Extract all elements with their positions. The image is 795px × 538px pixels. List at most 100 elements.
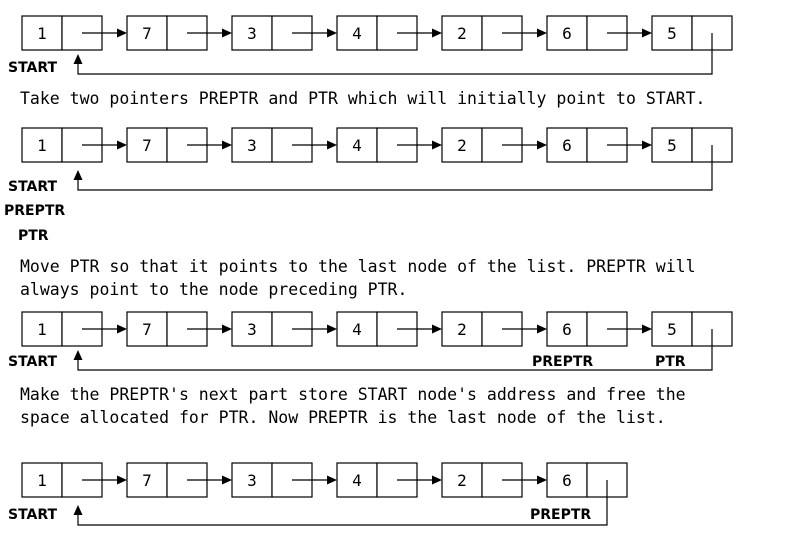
node-value: 4 <box>352 320 362 339</box>
preptr-label: PREPTR <box>530 507 591 523</box>
arrowhead-right-icon <box>642 324 652 334</box>
node-value: 7 <box>142 136 152 155</box>
arrowhead-right-icon <box>432 475 442 485</box>
node-value: 5 <box>667 320 677 339</box>
caption-line: Make the PREPTR's next part store START … <box>20 385 686 404</box>
next-arrow <box>82 140 127 150</box>
arrowhead-up-icon <box>73 505 83 515</box>
node-value: 3 <box>247 320 257 339</box>
node-value: 6 <box>562 136 572 155</box>
caption-2: Move PTR so that it points to the last n… <box>20 257 696 299</box>
next-arrow <box>187 324 232 334</box>
node-data-cell <box>336 311 378 347</box>
caption-line: always point to the node preceding PTR. <box>20 280 407 299</box>
caption-line: Take two pointers PREPTR and PTR which w… <box>20 89 705 108</box>
node-value: 4 <box>352 471 362 490</box>
list-2-node-7: 5 <box>651 127 733 163</box>
list-4: 1 7 3 4 2 6 <box>8 462 628 526</box>
node-value: 5 <box>667 136 677 155</box>
caption-line: Move PTR so that it points to the last n… <box>20 257 696 276</box>
list-1-node-5: 2 <box>441 15 523 51</box>
node-value: 5 <box>667 24 677 43</box>
arrowhead-right-icon <box>117 28 127 38</box>
node-value: 1 <box>37 136 47 155</box>
next-arrow <box>607 140 652 150</box>
arrowhead-right-icon <box>327 324 337 334</box>
list-3-node-3: 3 <box>231 311 313 347</box>
node-value: 2 <box>457 136 467 155</box>
list-4-node-6: 6 <box>546 462 628 498</box>
arrowhead-right-icon <box>222 475 232 485</box>
arrowhead-right-icon <box>327 28 337 38</box>
preptr-label: PREPTR <box>532 354 593 370</box>
next-arrow <box>502 28 547 38</box>
arrowhead-right-icon <box>327 475 337 485</box>
list-1: 1 7 3 4 2 6 5 <box>8 15 733 76</box>
next-arrow <box>397 324 442 334</box>
node-data-cell <box>336 127 378 163</box>
ptr-label: PTR <box>655 354 686 370</box>
next-arrow <box>187 475 232 485</box>
next-arrow <box>502 140 547 150</box>
arrowhead-right-icon <box>537 324 547 334</box>
node-data-cell <box>21 462 63 498</box>
list-3: 1 7 3 4 2 6 5 <box>8 311 733 371</box>
node-data-cell <box>21 311 63 347</box>
arrowhead-up-icon <box>73 54 83 64</box>
node-value: 7 <box>142 24 152 43</box>
ptr-label: PTR <box>18 228 49 244</box>
node-data-cell <box>651 311 693 347</box>
node-value: 2 <box>457 24 467 43</box>
next-arrow <box>607 324 652 334</box>
node-data-cell <box>21 127 63 163</box>
list-1-node-1: 1 <box>21 15 103 51</box>
preptr-label: PREPTR <box>4 203 65 219</box>
arrowhead-up-icon <box>73 170 83 180</box>
next-arrow <box>292 475 337 485</box>
arrowhead-right-icon <box>117 324 127 334</box>
node-value: 7 <box>142 320 152 339</box>
list-1-node-7: 5 <box>651 15 733 51</box>
list-3-node-7: 5 <box>651 311 733 347</box>
node-value: 4 <box>352 24 362 43</box>
list-1-node-6: 6 <box>546 15 628 51</box>
next-arrow <box>502 324 547 334</box>
start-label: START <box>8 60 58 76</box>
next-arrow <box>397 475 442 485</box>
node-value: 6 <box>562 24 572 43</box>
arrowhead-right-icon <box>537 28 547 38</box>
arrowhead-right-icon <box>222 324 232 334</box>
next-arrow <box>82 475 127 485</box>
arrowhead-right-icon <box>117 140 127 150</box>
circular-link-arrow <box>73 329 713 371</box>
node-value: 1 <box>37 471 47 490</box>
node-data-cell <box>231 311 273 347</box>
node-data-cell <box>21 15 63 51</box>
node-value: 2 <box>457 320 467 339</box>
node-value: 1 <box>37 24 47 43</box>
next-arrow <box>292 324 337 334</box>
caption-line: space allocated for PTR. Now PREPTR is t… <box>20 408 666 427</box>
start-label: START <box>8 507 58 523</box>
node-data-cell <box>546 15 588 51</box>
next-arrow <box>397 140 442 150</box>
node-data-cell <box>546 311 588 347</box>
node-data-cell <box>546 127 588 163</box>
arrowhead-right-icon <box>642 140 652 150</box>
next-arrow <box>607 28 652 38</box>
next-arrow <box>82 28 127 38</box>
caption-3: Make the PREPTR's next part store START … <box>20 385 686 427</box>
caption-1: Take two pointers PREPTR and PTR which w… <box>20 89 705 108</box>
arrowhead-right-icon <box>642 28 652 38</box>
list-2-node-2: 7 <box>126 127 208 163</box>
start-label: START <box>8 354 58 370</box>
arrowhead-right-icon <box>222 28 232 38</box>
next-arrow <box>292 140 337 150</box>
arrowhead-right-icon <box>432 28 442 38</box>
next-arrow <box>292 28 337 38</box>
arrowhead-right-icon <box>327 140 337 150</box>
node-value: 3 <box>247 24 257 43</box>
circular-link-arrow <box>73 480 608 526</box>
list-2: 1 7 3 4 2 6 5 <box>4 127 733 244</box>
